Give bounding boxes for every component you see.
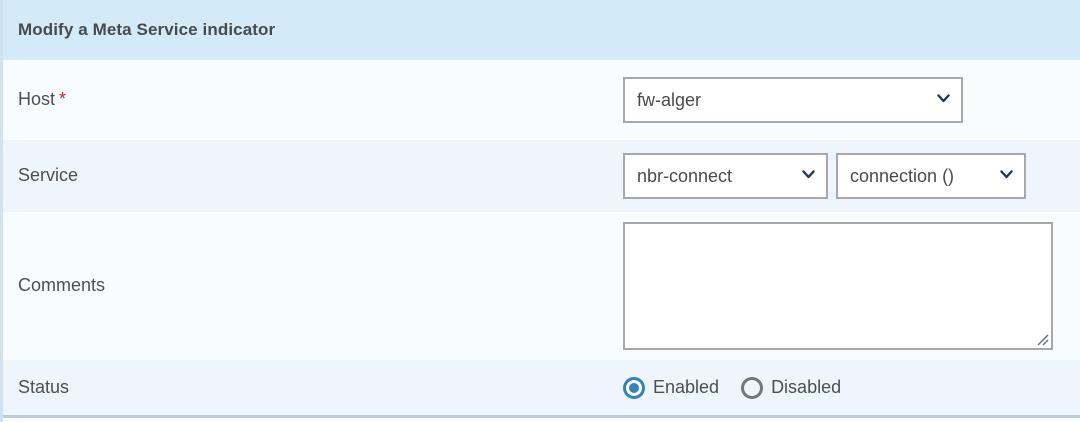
service-select[interactable]: nbr-connect [623, 153, 828, 199]
host-select-value: fw-alger [637, 89, 702, 110]
metric-select-value: connection () [850, 165, 955, 186]
service-field: nbr-connect connection () [623, 153, 1080, 199]
form-row-service: Service nbr-connect connection () [3, 140, 1080, 212]
service-label: Service [18, 165, 79, 186]
radio-selected-icon[interactable] [623, 376, 645, 399]
status-option-enabled-label: Enabled [653, 377, 720, 397]
page-title: Modify a Meta Service indicator [18, 20, 276, 39]
chevron-down-icon [802, 168, 815, 181]
comments-textarea[interactable] [623, 222, 1053, 350]
form-row-status: Status Enabled Disabled [3, 360, 1080, 418]
status-option-enabled[interactable]: Enabled [623, 376, 720, 399]
status-option-disabled-label: Disabled [771, 377, 842, 397]
status-label: Status [18, 376, 70, 397]
host-select[interactable]: fw-alger [623, 77, 963, 123]
status-radio-group: Enabled Disabled [623, 376, 863, 399]
form-row-host: Host* fw-alger [3, 60, 1080, 140]
host-field: fw-alger [623, 77, 1080, 123]
service-select-value: nbr-connect [637, 165, 733, 186]
comments-field [623, 222, 1080, 350]
status-option-disabled[interactable]: Disabled [741, 376, 842, 399]
chevron-down-icon [1000, 168, 1013, 181]
host-label-text: Host [18, 89, 56, 110]
required-indicator: * [59, 89, 67, 110]
host-label: Host* [18, 89, 623, 111]
panel-header: Modify a Meta Service indicator [3, 0, 1080, 60]
form-row-comments: Comments [3, 212, 1080, 360]
metric-select[interactable]: connection () [836, 153, 1026, 199]
chevron-down-icon [937, 92, 950, 105]
radio-unselected-icon[interactable] [741, 376, 764, 399]
resize-handle-icon[interactable] [1034, 331, 1049, 346]
comments-label: Comments [18, 275, 106, 296]
status-field: Enabled Disabled [623, 376, 1080, 399]
